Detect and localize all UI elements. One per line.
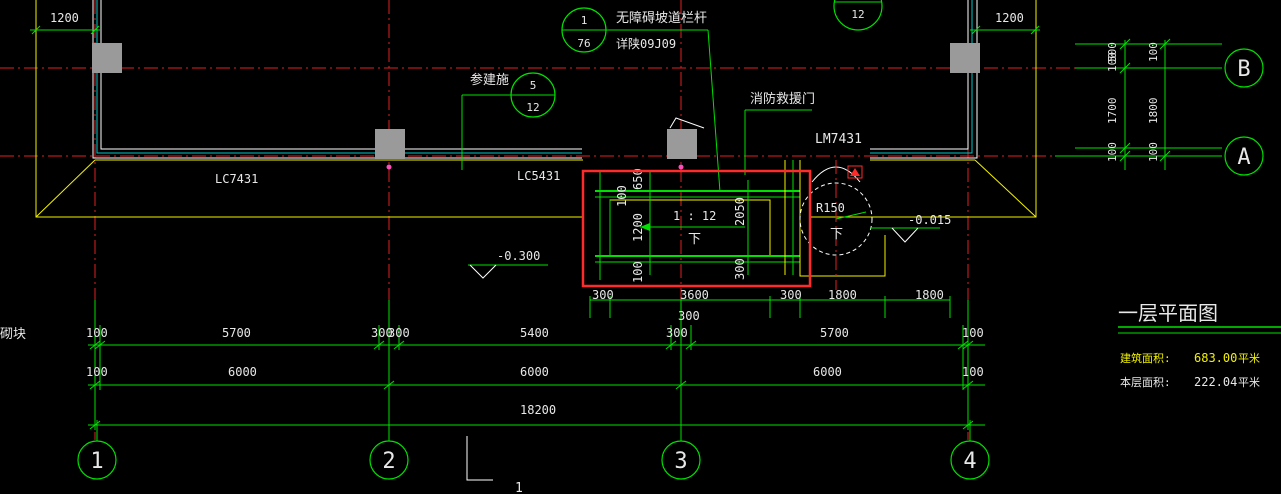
grid-bubble-3: 3: [661, 440, 701, 480]
detail-ref-building: 5 12 参建施: [461, 72, 556, 170]
dim-text: 300: [733, 258, 747, 280]
dim-text: 1200: [631, 213, 645, 242]
door-down-label: 下: [830, 227, 843, 242]
left-edge-label: 砌块: [0, 327, 26, 342]
bottom-dimension-texts: 300 3600 300 1800 1800 300 100 5700 300 …: [86, 288, 984, 417]
dim-text: 1700: [1106, 98, 1119, 125]
dim-text: 300: [780, 288, 802, 302]
dim-text: 100: [86, 326, 108, 340]
svg-text:无障碍坡道栏杆: 无障碍坡道栏杆: [616, 11, 707, 26]
axis-node: [678, 164, 684, 170]
dim-text: 100: [86, 365, 108, 379]
floor-area-value: 222.04: [1194, 375, 1237, 389]
grid-axes: [0, 0, 1222, 440]
dim-text: 2050: [733, 197, 747, 226]
dim-text: 1800: [1147, 98, 1160, 125]
area-value: 683.00: [1194, 351, 1237, 365]
dim-text: 300: [388, 326, 410, 340]
dim-text: 1200: [995, 11, 1024, 25]
title-block: 一层平面图 建筑面积: 683.00 平米 本层面积: 222.04 平米: [1118, 301, 1281, 389]
dim-text: 100: [615, 185, 629, 207]
column-cap-mark: [669, 117, 705, 129]
svg-text:4: 4: [963, 449, 976, 474]
svg-text:3: 3: [674, 449, 687, 474]
dim-text: 3600: [680, 288, 709, 302]
dim-text: 100: [631, 261, 645, 283]
building-outline: [35, 0, 1037, 218]
window-label: LC7431: [215, 172, 258, 186]
svg-text:12: 12: [526, 101, 539, 114]
grid-bubble-1: 1: [77, 440, 117, 480]
bubble-leaders: [96, 420, 971, 441]
dim-text: 300: [592, 288, 614, 302]
svg-text:参建施: 参建施: [470, 72, 509, 88]
svg-text:B: B: [1237, 57, 1250, 82]
floor-area-unit: 平米: [1238, 376, 1260, 389]
section-mark-line: [466, 436, 493, 481]
door-code-label: LM7431: [815, 132, 862, 147]
area-unit: 平米: [1238, 352, 1260, 365]
grid-bubble-2: 2: [369, 440, 409, 480]
svg-text:76: 76: [577, 37, 590, 50]
dimension-ticks: [89, 340, 974, 430]
dim-text: 100: [962, 365, 984, 379]
svg-text:5: 5: [530, 79, 537, 92]
dim-text: 1800: [828, 288, 857, 302]
floor-area-label: 本层面积:: [1120, 375, 1171, 389]
dim-text: 18200: [520, 403, 556, 417]
area-label: 建筑面积:: [1120, 351, 1171, 365]
level-left: -0.300: [497, 249, 540, 263]
dim-text: 300: [371, 326, 393, 340]
dim-text: 100: [1147, 142, 1160, 162]
svg-text:1: 1: [90, 449, 103, 474]
detail-ref-top: 12: [833, 0, 883, 31]
right-dimension-texts: 100 500 1700 100 1800 100 100: [1106, 42, 1160, 162]
dim-text: 6000: [228, 365, 257, 379]
fire-marker-icon: [850, 168, 860, 176]
svg-text:A: A: [1237, 145, 1250, 170]
dim-text: 100: [1106, 52, 1119, 72]
window-label: LC5431: [517, 169, 560, 183]
right-dimensions: [1055, 38, 1222, 170]
dim-text: 100: [1147, 42, 1160, 62]
dim-text: 300: [678, 309, 700, 323]
detail-ref-railing: 1 76 无障碍坡道栏杆 详陕09J09: [561, 7, 721, 193]
grid-bubble-4: 4: [950, 440, 990, 480]
dim-text: 6000: [520, 365, 549, 379]
dim-text: 6000: [813, 365, 842, 379]
dim-text: 1800: [915, 288, 944, 302]
dim-text: 5700: [820, 326, 849, 340]
columns: [92, 43, 980, 159]
radius-label: R150: [816, 201, 845, 215]
drawing-title: 一层平面图: [1118, 301, 1218, 325]
slope-label: 1 : 12: [673, 209, 716, 223]
dim-text: 100: [962, 326, 984, 340]
svg-text:12: 12: [851, 8, 864, 21]
top-dimensions: [30, 25, 1040, 35]
dim-text: 500: [1106, 42, 1119, 62]
axis-node: [386, 164, 392, 170]
level-right: -0.015: [908, 213, 951, 227]
dim-text: 100: [1106, 142, 1119, 162]
grid-bubble-a: A: [1224, 136, 1264, 176]
door-area: [799, 160, 940, 290]
level-mark-left: [468, 264, 548, 279]
grid-bubble-b: B: [1224, 48, 1264, 88]
ramp-down-label: 下: [688, 232, 701, 247]
fire-door-label: 消防救援门: [750, 91, 815, 107]
dim-text: 5400: [520, 326, 549, 340]
highlight-box: [581, 169, 812, 288]
dim-text: 650: [631, 168, 645, 190]
bottom-dimensions: [88, 296, 985, 430]
svg-text:1: 1: [581, 14, 588, 27]
ramp: [595, 160, 800, 280]
dim-text: 1200: [50, 11, 79, 25]
section-mark-label: 1: [515, 481, 523, 494]
dim-text: 300: [666, 326, 688, 340]
dim-text: 5700: [222, 326, 251, 340]
svg-text:详陕09J09: 详陕09J09: [616, 36, 676, 51]
svg-text:2: 2: [382, 449, 395, 474]
